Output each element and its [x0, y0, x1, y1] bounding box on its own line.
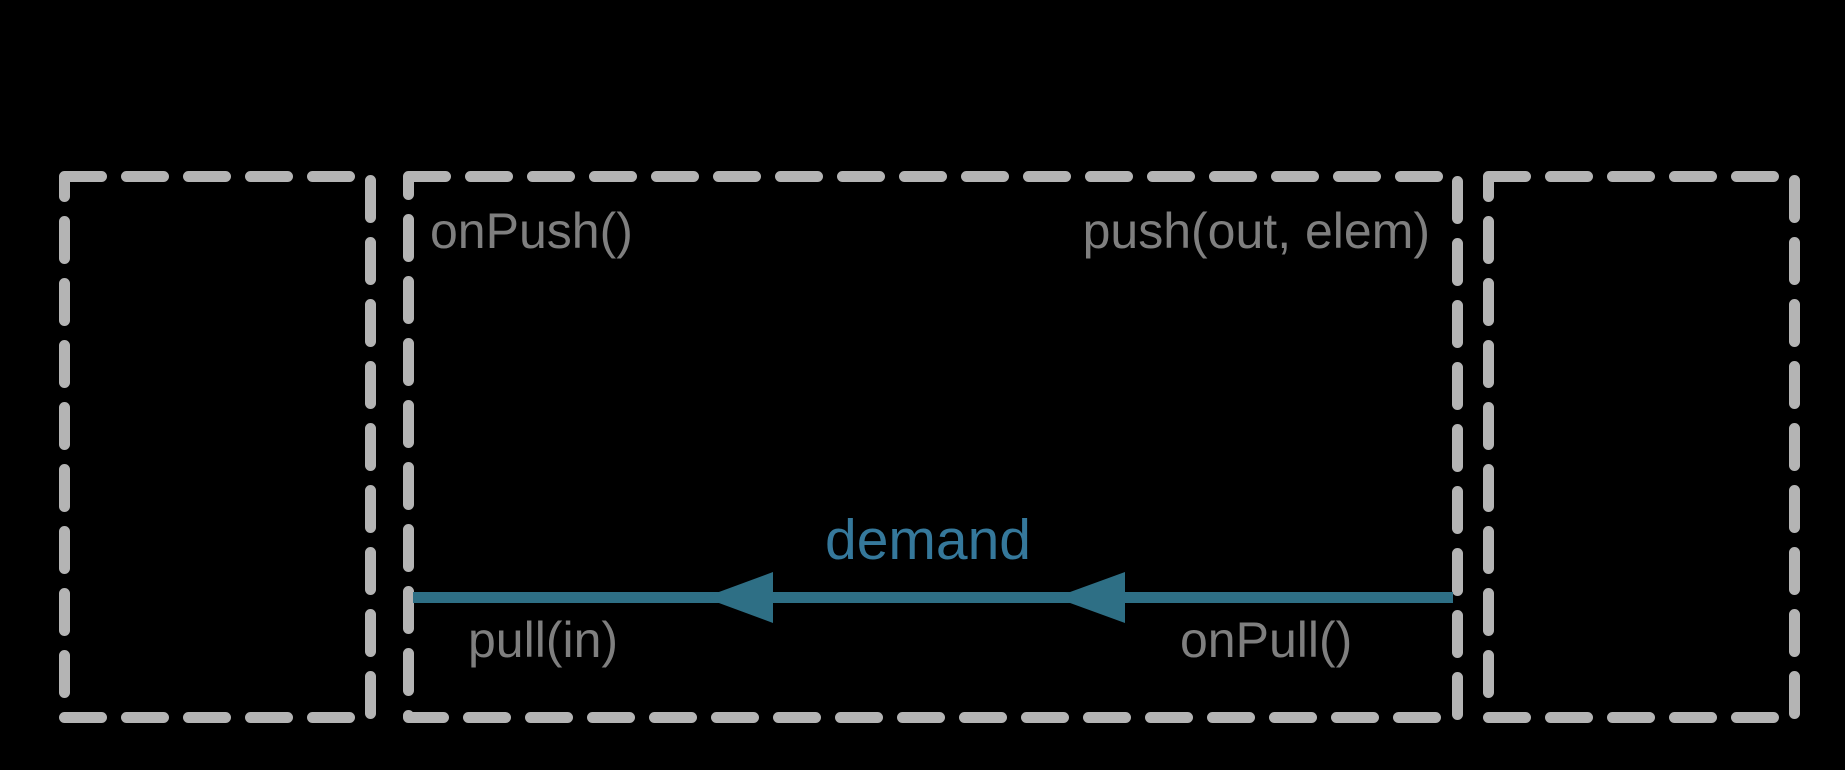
- demand-label: demand: [825, 508, 1031, 572]
- demand-arrowhead-right-icon: [1055, 572, 1125, 623]
- upstream-box: [59, 171, 376, 723]
- downstream-box: [1483, 171, 1800, 723]
- stage-box: [403, 171, 1463, 723]
- on-pull-label: onPull(): [1180, 612, 1352, 668]
- demand-arrowhead-left-icon: [704, 572, 773, 623]
- on-push-label: onPush(): [430, 203, 633, 259]
- pull-label: pull(in): [468, 612, 618, 668]
- push-label: push(out, elem): [1083, 203, 1430, 259]
